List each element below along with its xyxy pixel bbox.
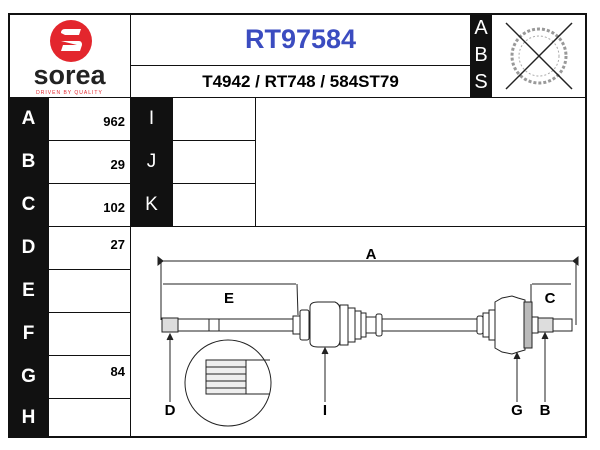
abs-icon-cell	[491, 13, 587, 98]
brand-name: sorea	[33, 60, 106, 90]
spline-detail-icon	[184, 339, 272, 427]
cross-references-cell: T4942 / RT748 / 584ST79	[130, 65, 471, 98]
dim-value-c: 102	[48, 183, 131, 227]
drive-shaft-drawing: A E C D I G B	[157, 246, 579, 427]
abs-ring-crossed-icon	[505, 22, 573, 90]
label-d: D	[165, 402, 176, 419]
brand-tagline: DRIVEN BY QUALITY	[36, 90, 103, 96]
abs-letter: S	[474, 71, 488, 93]
inner-shaft	[177, 318, 294, 332]
label-b: B	[540, 402, 551, 419]
dim-label-g: G	[8, 355, 49, 399]
dim-label-a: A	[8, 97, 49, 141]
threaded-end	[552, 318, 573, 332]
dim-label-i: I	[130, 97, 173, 141]
dim-label-d: D	[8, 226, 49, 270]
blank-cell	[255, 97, 587, 227]
dim-value-e	[48, 269, 131, 313]
dim-label-h: H	[8, 398, 49, 438]
label-c: C	[545, 290, 556, 307]
part-number: RT97584	[244, 24, 357, 54]
label-g: G	[511, 402, 523, 419]
dim-value-h	[48, 398, 131, 438]
outer-cv-joint-icon	[494, 295, 526, 355]
dim-value-j	[172, 140, 256, 184]
abs-label: A B S	[470, 13, 492, 98]
abs-letter: B	[474, 44, 488, 66]
label-e: E	[224, 290, 234, 307]
cross-references: T4942 / RT748 / 584ST79	[202, 71, 399, 91]
part-number-cell: RT97584	[130, 13, 471, 66]
label-a: A	[366, 246, 377, 263]
dim-value-a: 962	[48, 97, 131, 141]
dim-value-d: 27	[48, 226, 131, 270]
dim-value-k	[172, 183, 256, 227]
dim-label-b: B	[8, 140, 49, 184]
dim-value-b: 29	[48, 140, 131, 184]
dim-label-e: E	[8, 269, 49, 313]
dim-value-g: 84	[48, 355, 131, 399]
drive-shaft-drawing-cell	[130, 226, 587, 438]
dim-label-c: C	[8, 183, 49, 227]
dim-label-f: F	[8, 312, 49, 356]
inner-cv-joint-icon	[309, 301, 341, 348]
label-i: I	[323, 402, 327, 419]
dim-value-f	[48, 312, 131, 356]
abs-ring	[523, 301, 533, 349]
sorea-logo-icon	[50, 20, 92, 62]
abs-letter: A	[474, 17, 488, 39]
logo-cell: sorea DRIVEN BY QUALITY	[8, 13, 131, 98]
dim-label-j: J	[130, 140, 173, 184]
main-shaft	[381, 318, 478, 332]
dim-value-i	[172, 97, 256, 141]
inner-spline	[161, 317, 179, 333]
outer-spline	[537, 317, 554, 333]
dim-label-k: K	[130, 183, 173, 227]
